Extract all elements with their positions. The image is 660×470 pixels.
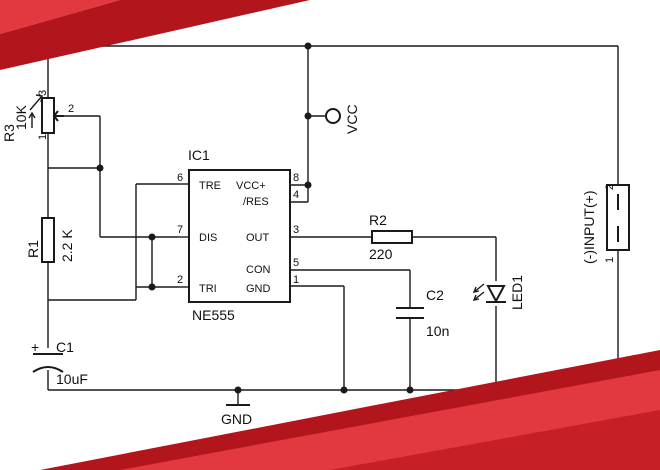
- junction-dot: [406, 386, 414, 394]
- r3-value: 10K: [13, 104, 29, 130]
- resistor-r1: R1 2.2 K: [25, 217, 75, 263]
- r1-value: 2.2 K: [59, 229, 75, 262]
- ic-ref: IC1: [188, 147, 210, 163]
- ic-body: [188, 169, 291, 303]
- capacitor-c2: C2 10n: [396, 287, 449, 339]
- led-1: LED1: [472, 275, 525, 310]
- junction-dot: [304, 181, 312, 189]
- top-left-banner-dark: [0, 0, 310, 70]
- input-pin2: 2: [604, 184, 616, 190]
- pin-num-8: 8: [293, 172, 299, 184]
- r2-value: 220: [369, 246, 393, 262]
- r3-ref: R3: [1, 124, 17, 142]
- potentiometer-r3: R3 10K 1 2 3: [1, 90, 74, 142]
- pin-tre: TRE: [199, 180, 221, 192]
- junction-dot: [234, 386, 242, 394]
- resistor-r2: R2 220: [369, 212, 413, 262]
- junction-dot: [96, 164, 104, 172]
- pin-con: CON: [246, 264, 271, 276]
- vcc-terminal: [325, 108, 341, 124]
- c1-ref: C1: [56, 339, 74, 355]
- junction-dot: [148, 233, 156, 241]
- pin-num-3: 3: [293, 224, 299, 236]
- pin-num-2: 2: [177, 274, 183, 286]
- input-connector: (-)INPUT(+) 1 2: [581, 184, 630, 265]
- input-pin1: 1: [604, 257, 616, 263]
- capacitor-c1: + C1 10uF: [31, 339, 88, 387]
- vcc-label: VCC: [344, 104, 360, 134]
- pin-num-5: 5: [293, 257, 299, 269]
- gnd-label: GND: [221, 411, 252, 427]
- r3-body: [41, 97, 55, 134]
- r3-pin1: 1: [37, 134, 49, 140]
- r3-pin3: 3: [37, 90, 49, 96]
- junction-dot: [148, 283, 156, 291]
- c2-value: 10n: [426, 323, 449, 339]
- led-ref: LED1: [509, 275, 525, 310]
- pin-num-4: 4: [293, 189, 299, 201]
- bottom-right-banner-dark-inner: [330, 410, 660, 470]
- ic-ne555: IC1 NE555 TRE VCC+ /RES DIS OUT CON TRI …: [177, 147, 299, 323]
- pin-vcc: VCC+: [236, 180, 266, 192]
- r2-ref: R2: [369, 212, 387, 228]
- ic-name: NE555: [192, 307, 235, 323]
- pin-gnd: GND: [246, 283, 271, 295]
- wires: [47, 45, 619, 405]
- pin-res: /RES: [243, 196, 269, 208]
- pin-num-7: 7: [177, 224, 183, 236]
- pin-out: OUT: [246, 232, 270, 244]
- junctions: [96, 42, 500, 394]
- input-label: (-)INPUT(+): [581, 191, 597, 265]
- junction-dot: [304, 42, 312, 50]
- pin-dis: DIS: [199, 232, 217, 244]
- c1-value: 10uF: [56, 371, 88, 387]
- pin-num-6: 6: [177, 172, 183, 184]
- r1-ref: R1: [25, 240, 41, 258]
- pin-tri: TRI: [199, 283, 217, 295]
- junction-dot: [304, 112, 312, 120]
- c2-ref: C2: [426, 287, 444, 303]
- c1-plus: +: [31, 339, 39, 355]
- junction-dot: [340, 386, 348, 394]
- pin-num-1: 1: [293, 274, 299, 286]
- r3-pin2: 2: [68, 103, 74, 115]
